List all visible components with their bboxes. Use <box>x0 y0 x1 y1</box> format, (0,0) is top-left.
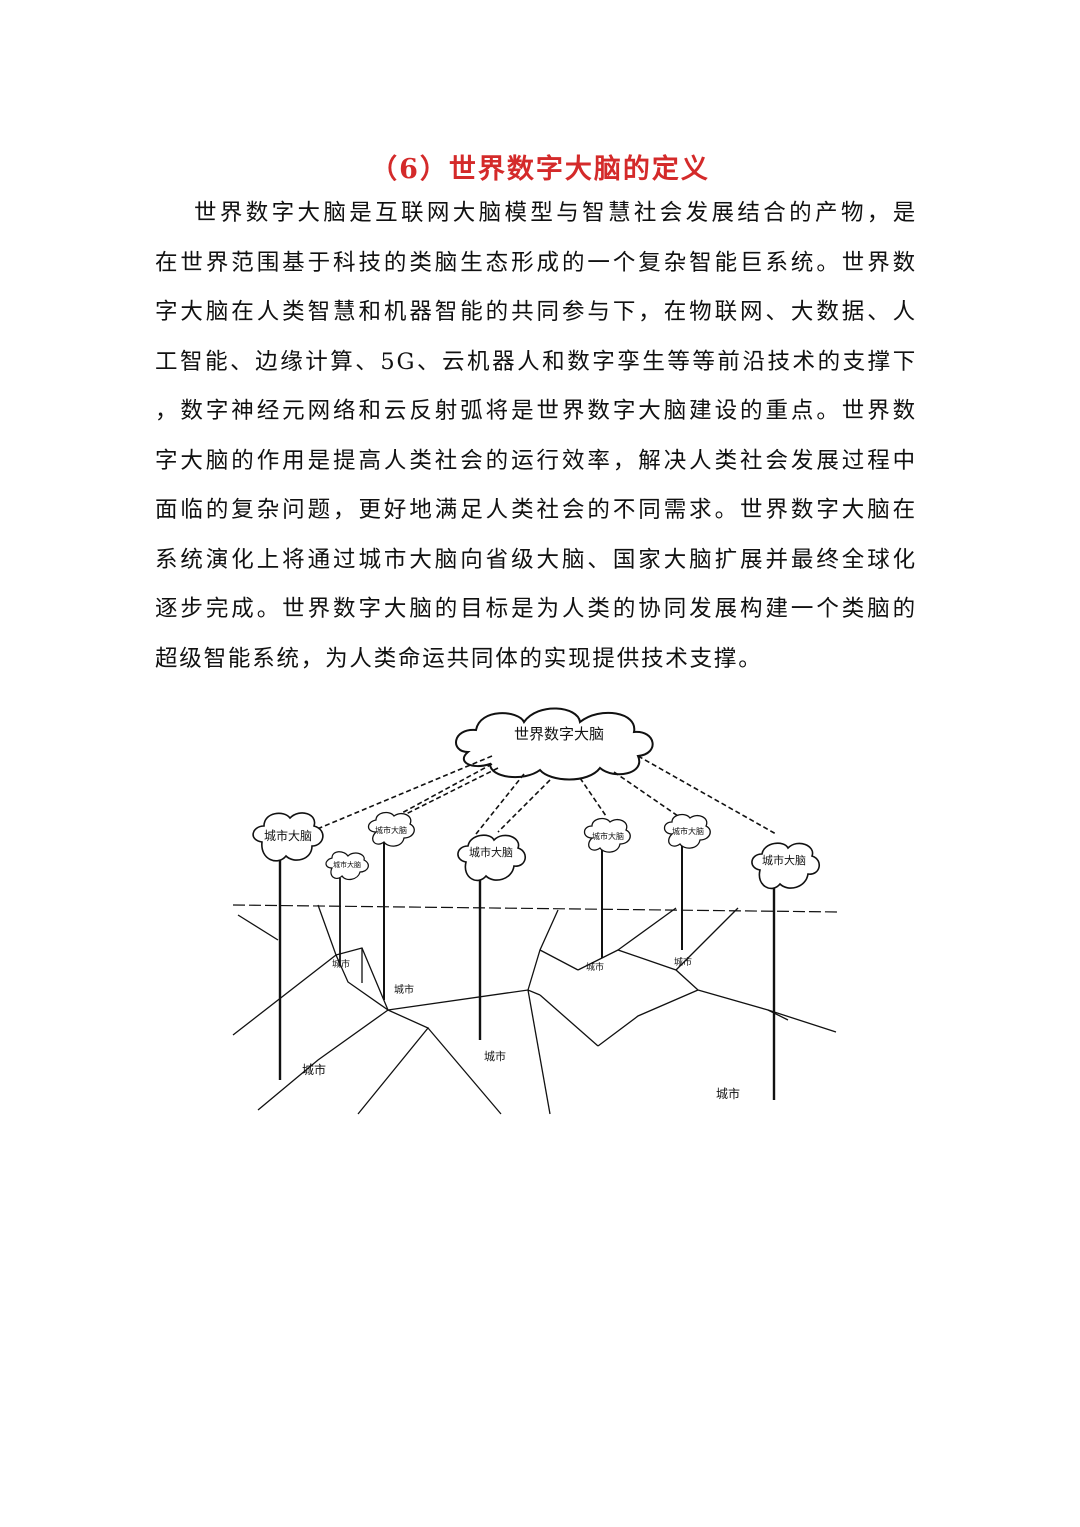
world-digital-brain-diagram: 世界数字大脑 <box>228 700 842 1120</box>
city-label: 城市 <box>394 983 414 996</box>
city-brain-2: 城市大脑 <box>325 851 369 966</box>
paragraph-line: 面临的复杂问题，更好地满足人类社会的不同需求。世界数字大脑在 <box>155 497 917 523</box>
section-heading: （6）世界数字大脑的定义 <box>0 147 1080 186</box>
paragraph-line: 字大脑的作用是提高人类社会的运行效率，解决人类社会发展过程中 <box>155 447 917 474</box>
city-label: 城市 <box>484 1049 506 1063</box>
paragraph-line: ，数字神经元网络和云反射弧将是世界数字大脑建设的重点。世界数 <box>155 398 917 424</box>
diagram-svg: 世界数字大脑 <box>232 707 841 1115</box>
top-cloud-label: 世界数字大脑 <box>514 725 604 743</box>
paragraph-line: 世界数字大脑是互联网大脑模型与智慧社会发展结合的产物，是 <box>194 200 917 226</box>
top-cloud: 世界数字大脑 <box>455 707 654 781</box>
city-label: 城市 <box>332 958 350 970</box>
city-label: 城市 <box>302 1062 326 1077</box>
city-brain-label: 城市大脑 <box>469 845 513 859</box>
city-brain-3: 城市大脑 <box>367 811 415 1000</box>
city-brain-7: 城市大脑 <box>751 842 820 1100</box>
city-brain-label: 城市大脑 <box>375 825 407 835</box>
city-brain-1: 城市大脑 <box>252 812 324 1080</box>
city-brain-6: 城市大脑 <box>663 813 711 950</box>
paragraph-line: 系统演化上将通过城市大脑向省级大脑、国家大脑扩展并最终全球化 <box>155 546 917 573</box>
city-brain-label: 城市大脑 <box>672 826 704 836</box>
city-label: 城市 <box>674 956 692 968</box>
city-label: 城市 <box>586 961 604 973</box>
city-labels: 城市 城市 城市 城市 城市 城市 城市 <box>302 956 740 1101</box>
city-brain-label: 城市大脑 <box>592 831 624 841</box>
body-paragraph: 世界数字大脑是互联网大脑模型与智慧社会发展结合的产物，是 在世界范围基于科技的类… <box>155 196 917 691</box>
city-brain-label: 城市大脑 <box>762 853 806 867</box>
paragraph-line: 字大脑在人类智慧和机器智能的共同参与下，在物联网、大数据、人 <box>155 299 917 325</box>
city-brain-label: 城市大脑 <box>264 828 312 843</box>
paragraph-line: 工智能、边缘计算、5G、云机器人和数字孪生等等前沿技术的支撑下 <box>155 348 917 375</box>
paragraph-line: 逐步完成。世界数字大脑的目标是为人类的协同发展构建一个类脑的 <box>155 596 917 622</box>
city-label: 城市 <box>716 1086 740 1101</box>
paragraph-line: 在世界范围基于科技的类脑生态形成的一个复杂智能巨系统。世界数 <box>155 249 917 276</box>
city-brain-4: 城市大脑 <box>457 834 526 1040</box>
horizon-line <box>232 904 841 913</box>
heading-text: （6）世界数字大脑的定义 <box>370 154 710 185</box>
city-brain-label: 城市大脑 <box>333 860 361 869</box>
map-cracks <box>232 904 837 1115</box>
paragraph-line: 超级智能系统，为人类命运共同体的实现提供技术支撑。 <box>155 645 763 672</box>
city-brain-5: 城市大脑 <box>583 817 631 958</box>
